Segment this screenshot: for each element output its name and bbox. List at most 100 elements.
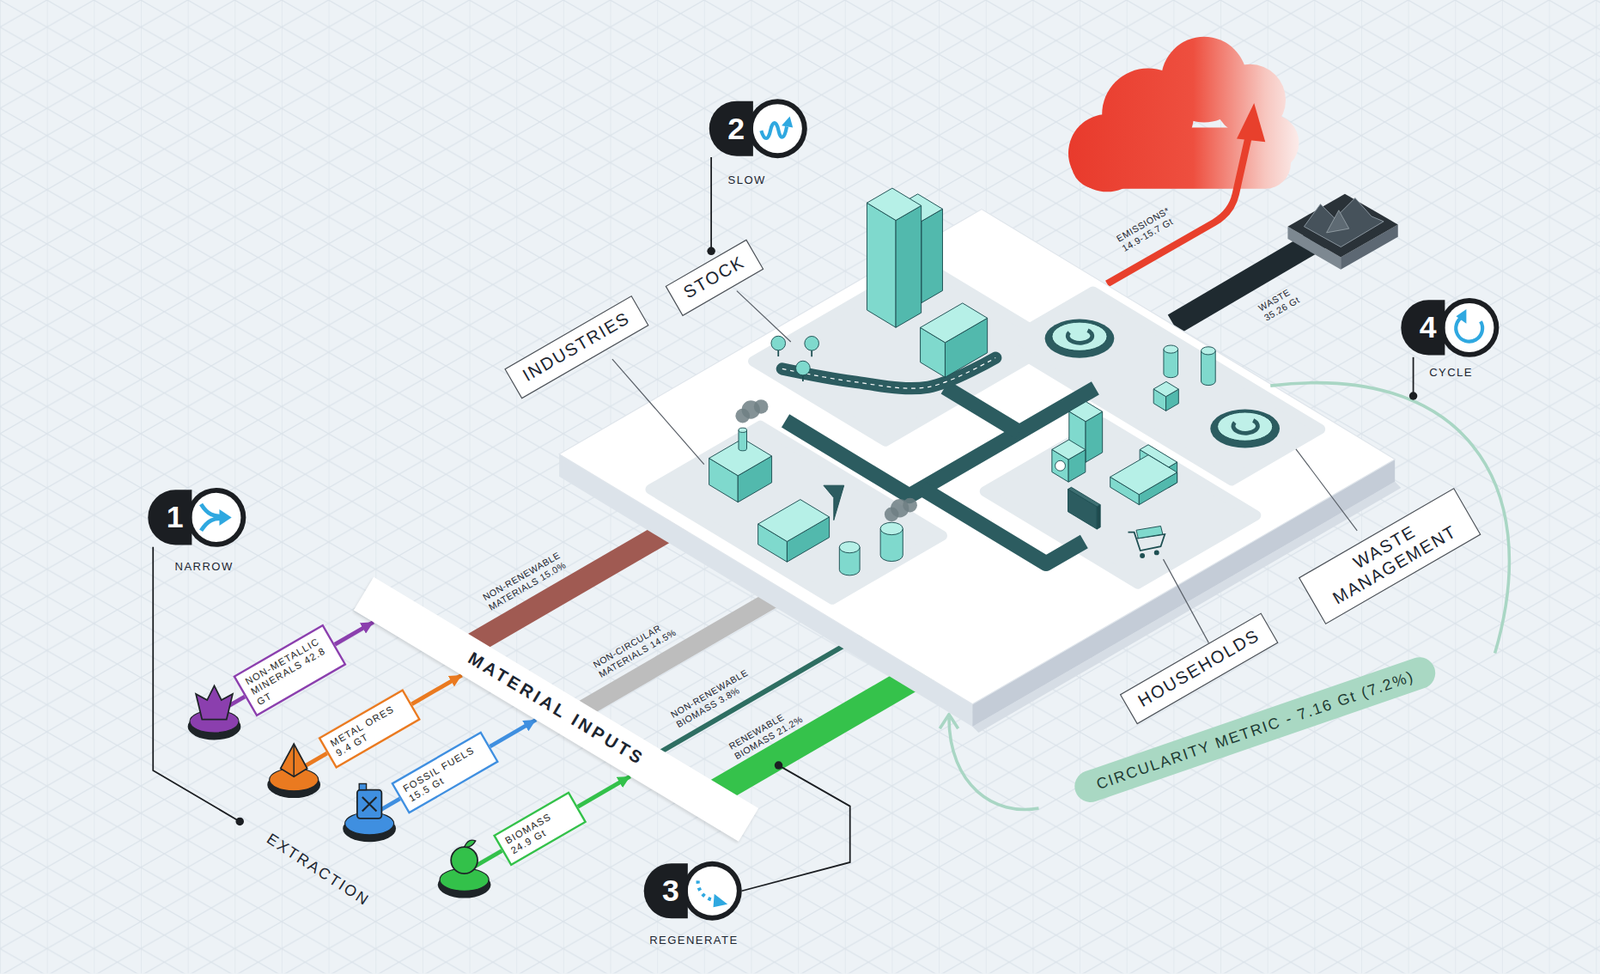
cart-goods (1136, 525, 1163, 538)
node-text: INDUSTRIES (519, 308, 634, 386)
cart-wheel (1154, 549, 1160, 555)
badge-face (753, 103, 803, 153)
washer-door (1055, 460, 1066, 471)
flow-label: RENEWABLE BIOMASS 21.2% (726, 697, 816, 761)
label-leader (1162, 559, 1214, 653)
callout-badge: 1NARROW (147, 489, 192, 545)
machine-arrow (1233, 420, 1259, 434)
label-leader (612, 358, 705, 464)
source-box: FOSSIL FUELS 15.5 Gt (390, 731, 499, 815)
smoke (902, 498, 918, 513)
flow-channel (922, 488, 1085, 564)
node-text: METAL ORES 9.4 GT (328, 698, 411, 760)
badge-face (1444, 303, 1494, 353)
flow-label: EMISSIONS* 14.9-15.7 Gt (1114, 199, 1188, 254)
callout-badge: 3REGENERATE (644, 863, 688, 919)
flow-label: NON-RENEWABLE MATERIALS 15.0% (480, 548, 570, 613)
stage-label: STOCK (665, 239, 764, 317)
stage-label: INDUSTRIES (504, 295, 649, 399)
badge-ring (748, 98, 808, 159)
tree-crown (796, 360, 811, 376)
badge-ring (1439, 298, 1499, 358)
source-box: BIOMASS 24.9 Gt (492, 791, 586, 867)
flow-arrow (411, 675, 463, 705)
cart-wheel (1139, 553, 1145, 559)
flow-label: WASTE 35.26 Gt (1256, 274, 1319, 323)
callout-word: SLOW (728, 172, 767, 188)
landfill-top (1287, 194, 1398, 258)
callout-leader (152, 547, 240, 822)
badge-ring (186, 487, 246, 548)
node-text: STOCK (680, 252, 749, 304)
icon-face (921, 208, 943, 303)
callout-word: NARROW (175, 559, 234, 574)
source-box: NON-METALLIC MINERALS 42.8 GT (232, 624, 347, 718)
section-label: EXTRACTION (263, 829, 374, 910)
machine (1045, 319, 1115, 359)
narrow-icon (200, 504, 222, 531)
callout-leader (1412, 357, 1415, 396)
icon-face (895, 205, 922, 328)
icon-cylinder-top (1201, 346, 1217, 355)
icon-cylinder (738, 430, 748, 451)
machine-top (1217, 412, 1273, 441)
node-text: NON-METALLIC MINERALS 42.8 GT (242, 633, 336, 708)
node-text: HOUSEHOLDS (1134, 625, 1264, 712)
callout-dot (774, 760, 784, 770)
machine-arrow (1067, 330, 1093, 344)
icon-face (1052, 439, 1086, 460)
icon-cylinder (1201, 350, 1217, 385)
loop-line (949, 717, 1040, 810)
callout-number: 3 (662, 863, 680, 919)
flow-channel (944, 387, 1020, 432)
fuel-spout (358, 783, 366, 790)
tree-crown (804, 335, 820, 351)
flow-band (569, 587, 794, 718)
callout-number: 1 (166, 489, 184, 545)
emission-arrowhead (1236, 103, 1266, 142)
fuel-cross (362, 796, 378, 812)
flow-label: NON-CIRCULAR MATERIALS 14.5% (590, 616, 680, 681)
callout-badge: 2SLOW (709, 101, 754, 157)
badge-face (191, 492, 241, 542)
icon-face (758, 499, 830, 542)
landfill-rocks (1303, 197, 1384, 247)
badge-ring (682, 861, 743, 921)
callout-dot (1409, 391, 1418, 401)
waste-band (1173, 234, 1327, 325)
label-leader (736, 291, 791, 342)
icon-cylinder-top (839, 541, 860, 554)
callout-word: REGENERATE (649, 932, 738, 948)
icon-face (1153, 381, 1179, 396)
emission-arrow (1107, 134, 1249, 284)
node-text: BIOMASS 24.9 Gt (502, 801, 577, 858)
icon-cylinder-top (738, 427, 748, 432)
fuel-can (357, 790, 383, 819)
icon-face (866, 188, 921, 220)
stage-label: HOUSEHOLDS (1119, 612, 1279, 724)
icon-face (920, 303, 988, 343)
icon-face (1068, 486, 1102, 507)
loop-arrowhead (939, 714, 958, 730)
flow-channel (785, 388, 1096, 496)
stage-label: WASTE MANAGEMENT (1298, 487, 1482, 625)
callout-leader (742, 765, 851, 891)
mineral-icon (195, 685, 233, 719)
cycle-icon (1455, 316, 1483, 341)
icon-cylinder-top (1163, 345, 1179, 353)
cycle-icon-head (1455, 309, 1467, 324)
callout-number: 2 (727, 101, 745, 157)
landfill-rocks (1326, 210, 1350, 233)
label-leader (1295, 449, 1357, 531)
flow-arrow (489, 719, 536, 747)
icon-face (866, 202, 896, 328)
machine (1210, 408, 1280, 448)
ore-icon-edge (292, 743, 294, 777)
ore-icon (280, 743, 308, 777)
tree-crown (771, 335, 786, 351)
